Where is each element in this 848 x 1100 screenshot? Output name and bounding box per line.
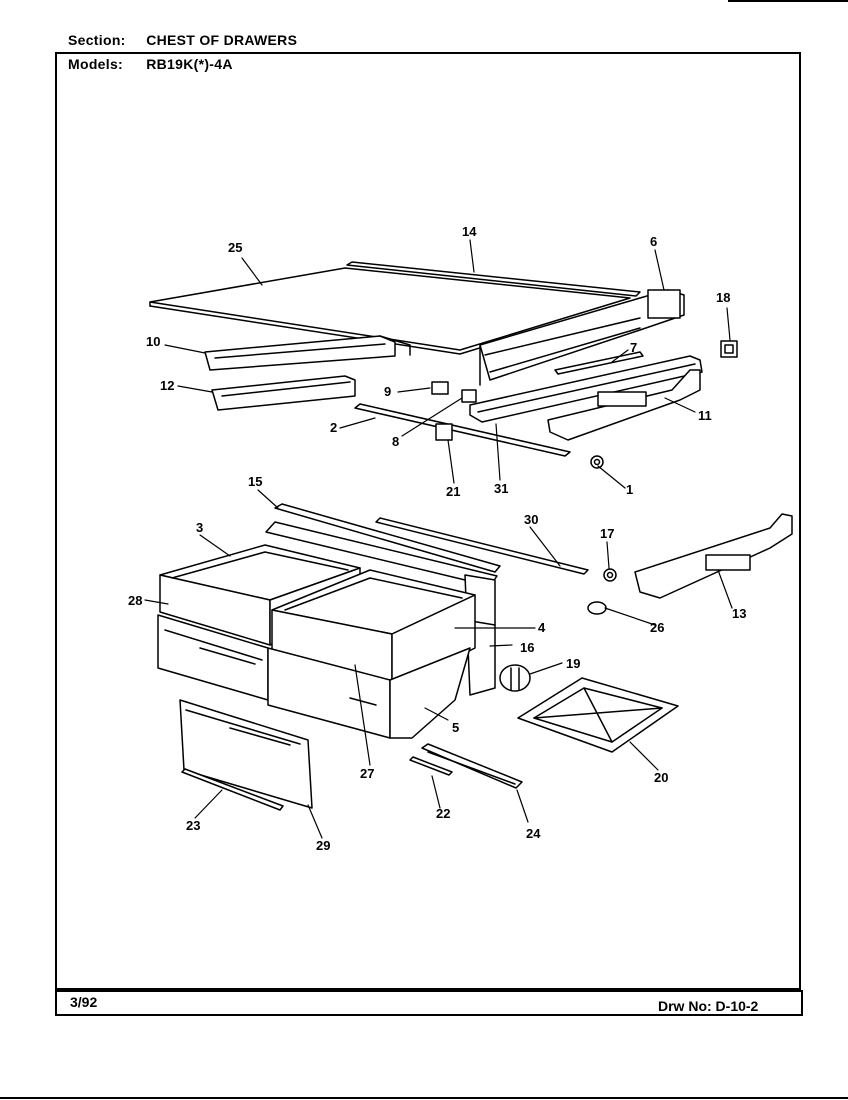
callout-11: 11 <box>698 408 712 423</box>
callout-26: 26 <box>650 620 664 635</box>
footer-bar <box>55 990 803 1016</box>
drawer-front-part <box>179 699 313 809</box>
callout-24: 24 <box>526 826 541 841</box>
section-value: CHEST OF DRAWERS <box>146 32 298 48</box>
callout-4: 4 <box>538 620 546 635</box>
leader-lines <box>144 239 733 839</box>
callout-16: 16 <box>520 640 534 655</box>
screw-part <box>590 455 604 469</box>
callout-30: 30 <box>524 512 538 527</box>
right-drawer-slide-part <box>469 355 703 423</box>
callout-2: 2 <box>330 420 337 435</box>
slide-stop-part <box>431 381 477 441</box>
cover-strip-part <box>375 517 589 575</box>
models-label: Models: <box>68 56 123 72</box>
callout-25: 25 <box>228 240 242 255</box>
right-outer-slide-part <box>547 369 701 441</box>
crisper-cover-part <box>265 503 501 587</box>
callout-17: 17 <box>600 526 614 541</box>
lower-left-slide-part <box>211 375 356 411</box>
callout-27: 27 <box>360 766 374 781</box>
front-trim-part <box>181 768 284 811</box>
callout-8: 8 <box>392 434 399 449</box>
callout-21: 21 <box>446 484 460 499</box>
callout-28: 28 <box>128 593 142 608</box>
callout-1: 1 <box>626 482 633 497</box>
models-value: RB19K(*)-4A <box>146 56 233 72</box>
shelf-glass-part <box>149 267 631 355</box>
top-edge-line <box>728 0 848 2</box>
drawing-number: Drw No: D-10-2 <box>658 998 759 1014</box>
callout-6: 6 <box>650 234 657 249</box>
callout-5: 5 <box>452 720 459 735</box>
callout-14: 14 <box>462 224 477 239</box>
callout-15: 15 <box>248 474 262 489</box>
tray-frame-part <box>517 677 679 753</box>
footer-date: 3/92 <box>70 994 98 1010</box>
lower-slide-part <box>409 743 523 789</box>
right-rail-part <box>479 289 685 386</box>
callout-20: 20 <box>654 770 668 785</box>
callout-22: 22 <box>436 806 450 821</box>
callout-29: 29 <box>316 838 330 853</box>
right-drawer-part <box>271 569 476 691</box>
drawing-frame <box>55 52 801 990</box>
right-lower-rail-part <box>634 513 793 599</box>
section-heading: Section: CHEST OF DRAWERS <box>68 32 297 48</box>
callout-31: 31 <box>494 481 508 496</box>
callout-3: 3 <box>196 520 203 535</box>
section-label: Section: <box>68 32 126 48</box>
callout-10: 10 <box>146 334 160 349</box>
callout-7: 7 <box>630 340 637 355</box>
lower-drawer-part <box>157 614 471 739</box>
callout-18: 18 <box>716 290 730 305</box>
callout-23: 23 <box>186 818 200 833</box>
glide-strip-part <box>554 351 644 375</box>
bottom-edge-line <box>0 1097 848 1099</box>
callout-9: 9 <box>384 384 391 399</box>
clip-part <box>720 340 738 358</box>
fastener-part <box>587 568 617 615</box>
callout-12: 12 <box>160 378 174 393</box>
callout-19: 19 <box>566 656 580 671</box>
upper-left-slide-part <box>204 335 411 371</box>
support-rod-part <box>354 403 571 457</box>
callout-labels: 25 14 6 18 10 12 7 9 2 8 11 21 31 1 15 3… <box>128 224 746 853</box>
shelf-trim-part <box>346 261 641 297</box>
models-heading: Models: RB19K(*)-4A <box>68 56 233 72</box>
callout-13: 13 <box>732 606 746 621</box>
drawer-clip-part <box>499 664 531 692</box>
